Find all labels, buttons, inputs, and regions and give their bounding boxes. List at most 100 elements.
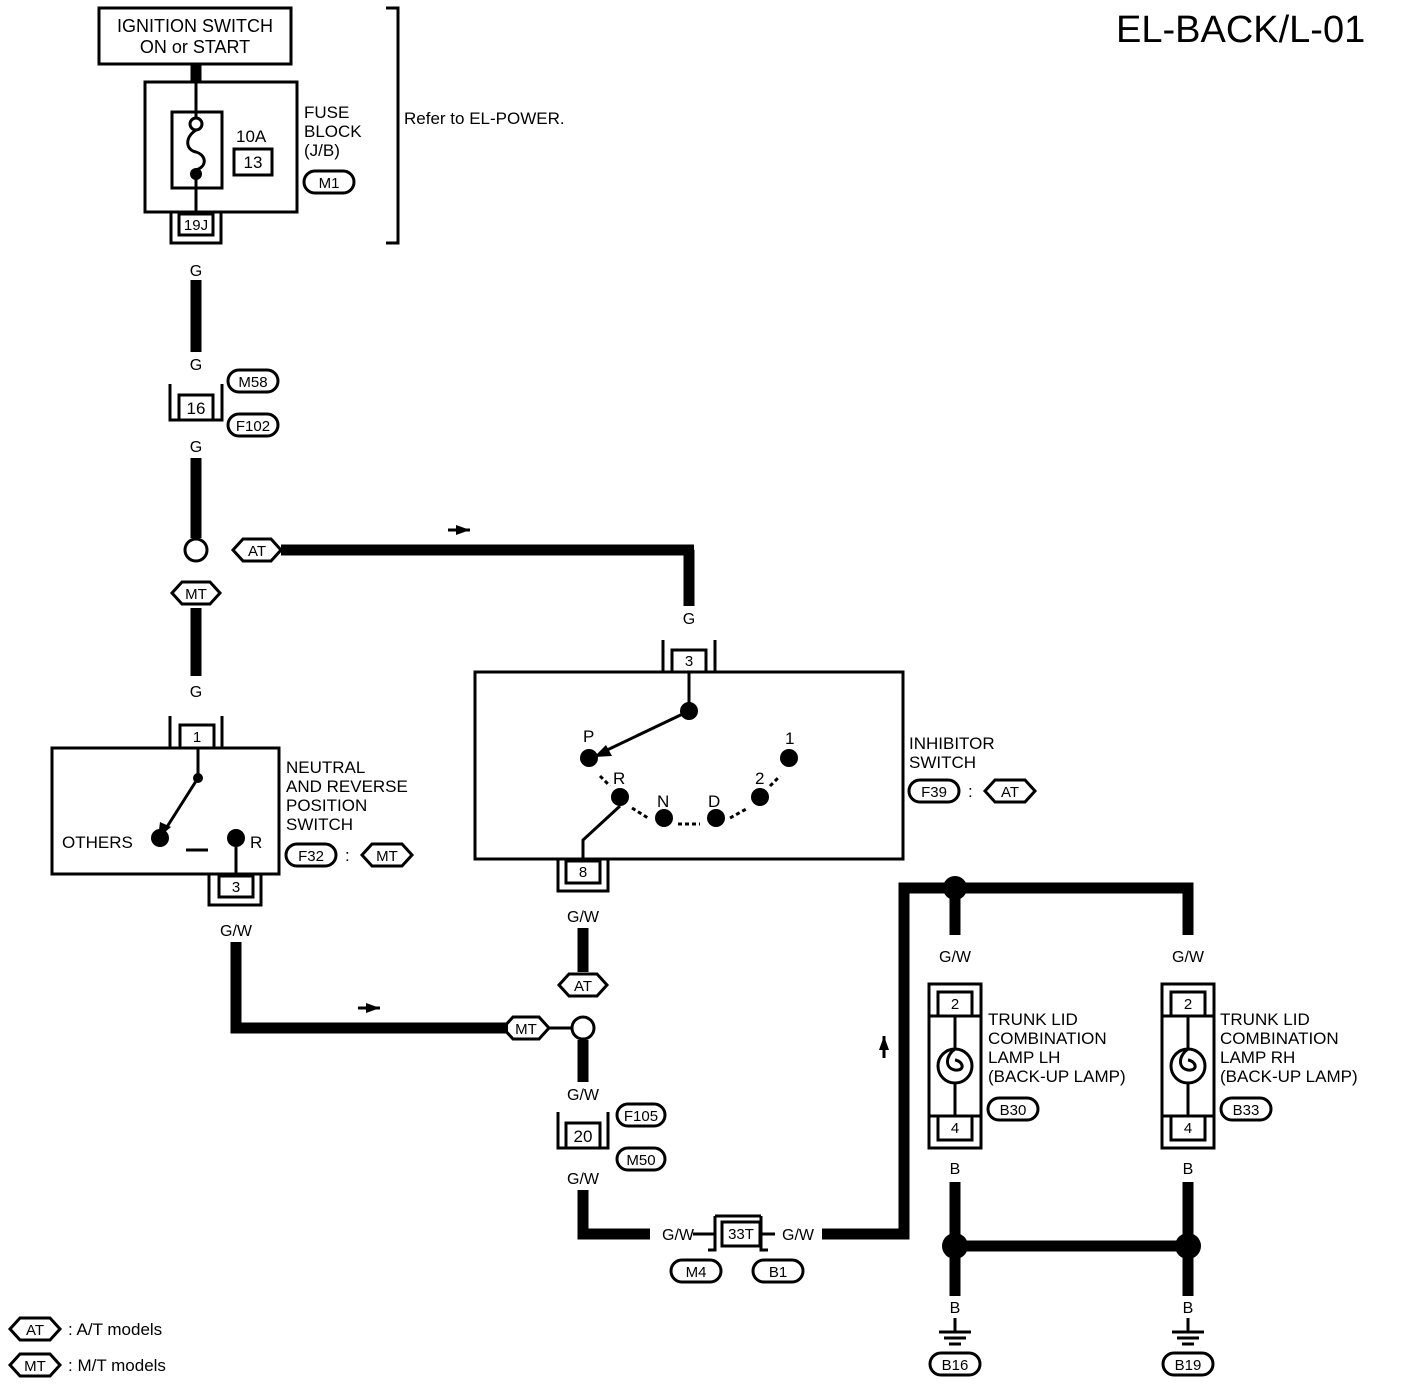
legend: AT : A/T models MT : M/T models xyxy=(7,1316,166,1378)
fuse-number: 13 xyxy=(244,153,263,172)
ground-connector-left: B16 xyxy=(942,1357,969,1374)
ground-icon xyxy=(1172,1318,1204,1346)
splice-lower xyxy=(570,1015,596,1041)
splice-upper xyxy=(183,537,209,563)
wire-color-gw-lh: G/W xyxy=(939,949,972,966)
neutral-reverse-switch: 1 OTHERS R NEUTRAL AND REVERSE POSITION … xyxy=(50,716,415,907)
inhibitor-label-2: SWITCH xyxy=(909,753,976,772)
lamp-lh-pin-top: 2 xyxy=(951,996,959,1013)
wire-color-g-3: G xyxy=(190,439,202,456)
nr-others-label: OTHERS xyxy=(62,833,133,852)
nr-label-3: POSITION xyxy=(286,796,367,815)
wire-color-g-2: G xyxy=(190,357,202,374)
connector-33t: 33T M4 B1 xyxy=(669,1214,805,1284)
inhibitor-out-pin: 8 xyxy=(579,864,587,881)
svg-text:33T: 33T xyxy=(728,1226,754,1243)
inhibitor-pos-1: 1 xyxy=(785,729,794,748)
svg-text::: : xyxy=(345,846,350,865)
inhibitor-pos-n: N xyxy=(657,792,669,811)
wire-color-gw-rh: G/W xyxy=(1172,949,1205,966)
wire-color-gw-1: G/W xyxy=(220,923,253,940)
lamp-lh-pin-bottom: 4 xyxy=(951,1120,959,1137)
lamp-lh: 2 4 TRUNK LID COMBINATION LAMP LH (BACK-… xyxy=(927,982,1126,1150)
tag-mt-upper: MT xyxy=(169,580,223,606)
junction-ground-rh xyxy=(1175,1233,1201,1259)
lamp-lh-label-3: LAMP LH xyxy=(988,1048,1060,1067)
fuse-rating: 10A xyxy=(236,127,267,146)
ignition-switch-line2: ON or START xyxy=(140,37,250,57)
wire-color-gw-4: G/W xyxy=(567,1171,600,1188)
wire-color-gw-6: G/W xyxy=(782,1227,815,1244)
svg-text:AT: AT xyxy=(248,543,266,560)
svg-text:MT: MT xyxy=(515,1021,537,1038)
lamp-rh-label-3: LAMP RH xyxy=(1220,1048,1295,1067)
legend-tag-mt: MT xyxy=(24,1358,46,1375)
svg-text:16: 16 xyxy=(187,399,206,418)
lamp-rh-label-2: COMBINATION xyxy=(1220,1029,1339,1048)
bulb-icon xyxy=(1169,1047,1207,1085)
nr-label-1: NEUTRAL xyxy=(286,758,365,777)
connector-code-b1: B1 xyxy=(769,1264,787,1281)
legend-text-at: : A/T models xyxy=(68,1320,162,1339)
inhibitor-label-1: INHIBITOR xyxy=(909,734,995,753)
svg-text:MT: MT xyxy=(185,586,207,603)
inhibitor-pos-r: R xyxy=(613,769,625,788)
wire-color-b-rh-2: B xyxy=(1183,1300,1194,1317)
wire-color-b-lh-2: B xyxy=(950,1300,961,1317)
nr-label-4: SWITCH xyxy=(286,815,353,834)
inhibitor-pos-2: 2 xyxy=(755,769,764,788)
wire-color-g-4: G xyxy=(683,611,695,628)
wire-color-gw-5: G/W xyxy=(662,1227,695,1244)
nr-label-2: AND REVERSE xyxy=(286,777,408,796)
ground-connector-right: B19 xyxy=(1175,1357,1202,1374)
inhibitor-switch: 3 P R N D 2 1 INHIBITOR SWITCH F39 : AT … xyxy=(473,640,1038,893)
wire-color-gw-3: G/W xyxy=(567,1087,600,1104)
svg-text::: : xyxy=(968,782,973,801)
tag-at-upper: AT xyxy=(230,537,284,563)
lamp-rh: 2 4 TRUNK LID COMBINATION LAMP RH (BACK-… xyxy=(1160,982,1358,1150)
wire-color-b-rh: B xyxy=(1183,1161,1194,1178)
wire-color-g-1: G xyxy=(190,263,202,280)
lamp-rh-pin-top: 2 xyxy=(1184,996,1192,1013)
nr-in-pin: 1 xyxy=(193,729,201,746)
refer-note: Refer to EL-POWER. xyxy=(404,109,565,128)
refer-bracket xyxy=(386,6,400,245)
inhibitor-in-pin: 3 xyxy=(685,653,693,670)
lamp-rh-label-1: TRUNK LID xyxy=(1220,1010,1310,1029)
terminal-19j: 19J xyxy=(169,212,223,245)
connector-code-m4: M4 xyxy=(686,1264,707,1281)
lamp-lh-label-4: (BACK-UP LAMP) xyxy=(988,1067,1126,1086)
junction-ground-lh xyxy=(942,1233,968,1259)
lamp-lh-label-2: COMBINATION xyxy=(988,1029,1107,1048)
svg-text:20: 20 xyxy=(574,1127,593,1146)
connector-16: 16 M58 F102 xyxy=(168,368,280,438)
diagram-title: EL-BACK/L-01 xyxy=(1116,9,1365,51)
nr-connector: F32 xyxy=(298,848,324,865)
nr-out-pin: 3 xyxy=(232,879,240,896)
fuse-block-connector: M1 xyxy=(319,175,340,192)
wire-color-g-5: G xyxy=(190,684,202,701)
tag-at-lower: AT xyxy=(556,972,610,998)
svg-text:MT: MT xyxy=(376,848,398,865)
inhibitor-connector: F39 xyxy=(921,784,947,801)
legend-text-mt: : M/T models xyxy=(68,1356,166,1375)
legend-tag-at: AT xyxy=(26,1322,44,1339)
lamp-rh-label-4: (BACK-UP LAMP) xyxy=(1220,1067,1358,1086)
ignition-switch: IGNITION SWITCH ON or START xyxy=(97,6,293,66)
fuse-block-label-2: BLOCK xyxy=(304,122,362,141)
fuse-block: 10A 13 FUSE BLOCK (J/B) M1 xyxy=(143,80,362,214)
svg-text:19J: 19J xyxy=(184,217,208,234)
ground-icon xyxy=(939,1318,971,1346)
wire-color-gw-2: G/W xyxy=(567,909,600,926)
tag-mt-lower: MT xyxy=(500,1015,552,1041)
connector-20: 20 F105 M50 xyxy=(556,1102,667,1172)
wire-color-b-lh: B xyxy=(950,1161,961,1178)
ignition-switch-line1: IGNITION SWITCH xyxy=(117,16,273,36)
lamp-rh-pin-bottom: 4 xyxy=(1184,1120,1192,1137)
lamp-lh-label-1: TRUNK LID xyxy=(988,1010,1078,1029)
lamp-lh-connector: B30 xyxy=(1000,1102,1027,1119)
bulb-icon xyxy=(936,1047,974,1085)
connector-code-f102: F102 xyxy=(236,418,270,435)
lamp-rh-connector: B33 xyxy=(1233,1102,1260,1119)
